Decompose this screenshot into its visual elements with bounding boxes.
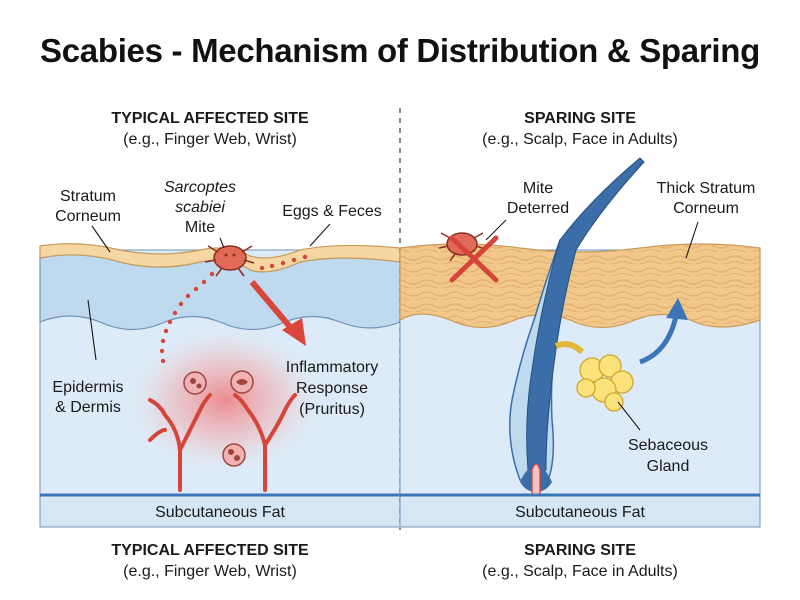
left-panel-footer: TYPICAL AFFECTED SITE (e.g., Finger Web,… xyxy=(40,540,380,582)
label-mite-1: Sarcoptes xyxy=(164,179,236,196)
label-thick-sc-1: Thick Stratum xyxy=(657,180,756,197)
label-thick-sc-2: Corneum xyxy=(673,200,739,217)
label-mite-2: scabiei xyxy=(175,199,225,216)
label-inflammatory-1: Inflammatory xyxy=(286,359,378,376)
left-footer-subtitle: (e.g., Finger Web, Wrist) xyxy=(123,563,297,580)
right-fat-layer xyxy=(399,494,761,528)
label-left-fat: Subcutaneous Fat xyxy=(155,504,285,521)
burrow-trail xyxy=(159,271,215,364)
dermal-papilla xyxy=(531,463,541,494)
label-sebaceous-1: Sebaceous xyxy=(628,437,708,454)
left-footer-title: TYPICAL AFFECTED SITE xyxy=(111,542,309,559)
deterred-x-icon xyxy=(449,235,499,283)
label-inflammatory-3: (Pruritus) xyxy=(299,401,365,418)
left-panel-heading: TYPICAL AFFECTED SITE (e.g., Finger Web,… xyxy=(40,108,380,150)
sarcoptes-mite-icon xyxy=(204,245,255,277)
sebum-flow-arrow-head xyxy=(666,298,688,320)
right-panel: Mite Deterred Thick Stratum Corneum Seba… xyxy=(399,157,761,528)
left-panel: Stratum Corneum Sarcoptes scabiei Mite E… xyxy=(39,179,401,528)
right-leader-lines xyxy=(485,219,699,431)
right-footer-subtitle: (e.g., Scalp, Face in Adults) xyxy=(482,563,678,580)
left-leader-lines xyxy=(87,223,331,361)
right-heading-title: SPARING SITE xyxy=(524,110,636,127)
right-panel-heading: SPARING SITE (e.g., Scalp, Face in Adult… xyxy=(410,108,750,150)
label-stratum-corneum-2: Corneum xyxy=(55,208,121,225)
right-footer-title: SPARING SITE xyxy=(524,542,636,559)
left-heading-subtitle: (e.g., Finger Web, Wrist) xyxy=(123,131,297,148)
eggs-and-feces xyxy=(259,254,308,271)
label-mite-deterred-1: Mite xyxy=(523,180,553,197)
label-mite-3: Mite xyxy=(185,219,215,236)
left-heading-title: TYPICAL AFFECTED SITE xyxy=(111,110,309,127)
label-stratum-corneum-1: Stratum xyxy=(60,188,116,205)
label-epidermis-2: & Dermis xyxy=(55,399,121,416)
label-mite-deterred-2: Deterred xyxy=(507,200,569,217)
label-inflammatory-2: Response xyxy=(296,380,368,397)
sebaceous-gland-icon xyxy=(554,341,634,412)
right-heading-subtitle: (e.g., Scalp, Face in Adults) xyxy=(482,131,678,148)
right-panel-footer: SPARING SITE (e.g., Scalp, Face in Adult… xyxy=(410,540,750,582)
label-epidermis-1: Epidermis xyxy=(52,379,123,396)
label-right-fat: Subcutaneous Fat xyxy=(515,504,645,521)
blood-vessels xyxy=(148,393,297,492)
sebum-flow-arrow xyxy=(639,315,679,365)
inflammation-arrow xyxy=(249,280,299,336)
label-eggs: Eggs & Feces xyxy=(282,203,382,220)
inflammatory-cells xyxy=(183,370,254,467)
label-sebaceous-2: Gland xyxy=(647,458,690,475)
inflammation-arrow-head xyxy=(282,318,306,346)
left-fat-layer xyxy=(39,494,401,528)
diagram-title: Scabies - Mechanism of Distribution & Sp… xyxy=(40,32,760,69)
hair-shaft-icon xyxy=(526,157,645,471)
